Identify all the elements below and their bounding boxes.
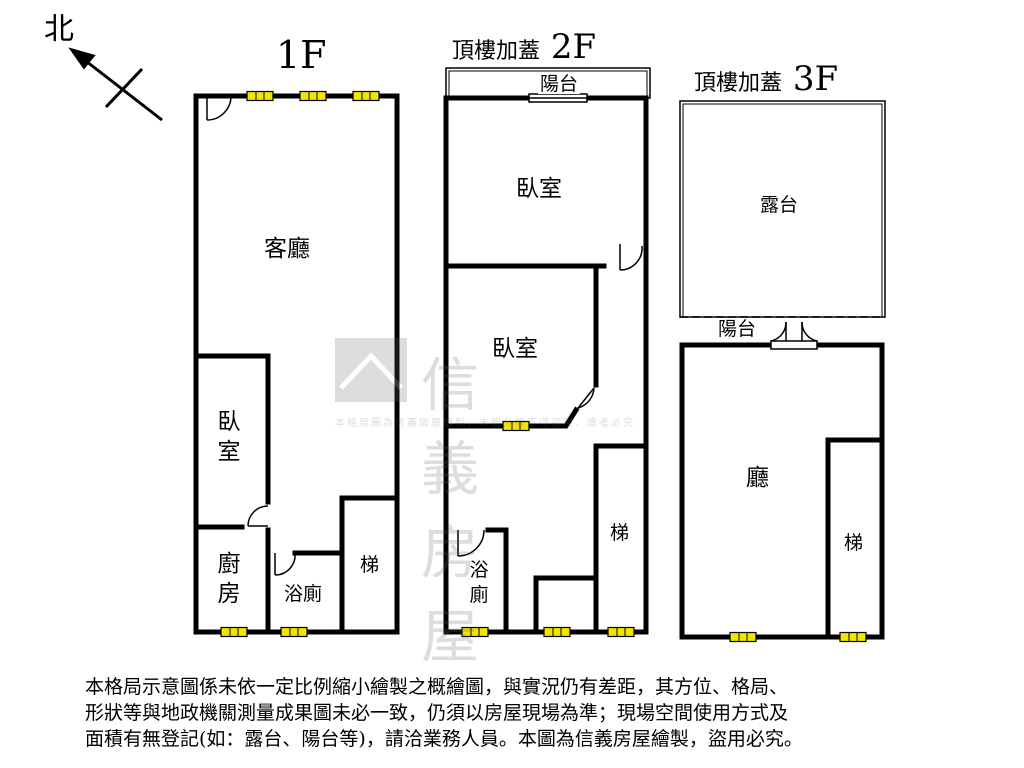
watermark-text: 信義房屋 (421, 351, 484, 671)
floor1-doors (206, 95, 296, 576)
room-kitchen: 廚房 (217, 551, 241, 607)
house-logo-icon (335, 338, 407, 402)
room-terrace: 露台 (760, 194, 799, 216)
window-marker (729, 631, 757, 643)
watermark-subtext: 本格局圖為信義房屋繪製，未經允許不得盜用，違者必究 (335, 418, 635, 429)
window-marker (352, 90, 380, 102)
window-marker (839, 631, 867, 643)
window-marker (299, 90, 327, 102)
disclaimer: 本格局示意圖係未依一定比例縮小繪製之概繪圖，與實況仍有差距，其方位、格局、 形狀… (85, 674, 985, 752)
room-stairs-1f: 梯 (360, 554, 380, 576)
room-hall: 廳 (746, 465, 769, 491)
room-bath-1f: 浴廁 (284, 583, 323, 605)
window-marker (280, 626, 308, 638)
floor3-plan (679, 100, 886, 640)
disclaimer-line: 本格局示意圖係未依一定比例縮小繪製之概繪圖，與實況仍有差距，其方位、格局、 (85, 676, 789, 698)
room-bedroom-2f-mid: 臥室 (492, 336, 538, 362)
window-marker (502, 420, 530, 432)
room-bedroom-1f: 臥室 (217, 409, 241, 465)
window-marker (220, 626, 248, 638)
room-stairs-3f: 梯 (844, 532, 864, 554)
window-markers (220, 90, 867, 643)
window-marker (607, 626, 635, 638)
floor2-plan (443, 67, 651, 635)
room-balcony-2f: 陽台 (538, 73, 581, 95)
window-marker (246, 90, 274, 102)
floor2-title-floor: 2F (550, 27, 597, 67)
floor2-title: 頂樓加蓋 2F (452, 30, 596, 64)
room-living: 客廳 (264, 236, 310, 262)
room-stairs-2f: 梯 (610, 522, 630, 544)
window-marker (461, 626, 489, 638)
floor3-title-floor: 3F (792, 59, 839, 99)
room-balcony-3f: 陽台 (718, 318, 757, 340)
room-bath-2f: 浴廁 (469, 559, 489, 606)
floor2-title-prefix: 頂樓加蓋 (452, 39, 541, 64)
floor1-title: 1F (276, 33, 327, 77)
north-label: 北 (44, 12, 74, 47)
disclaimer-line: 形狀等與地政機關測量成果圖未必一致，仍須以房屋現場為準；現場空間使用方式及 (85, 702, 789, 724)
north-arrow-icon (68, 47, 163, 122)
room-bedroom-2f-top: 臥室 (516, 176, 562, 202)
window-marker (543, 626, 571, 638)
floor3-title: 頂樓加蓋 3F (694, 62, 838, 96)
disclaimer-line: 面積有無登記(如：露台、陽台等)，請洽業務人員。本圖為信義房屋繪製，盜用必究。 (85, 728, 803, 750)
floor3-title-prefix: 頂樓加蓋 (694, 71, 783, 96)
